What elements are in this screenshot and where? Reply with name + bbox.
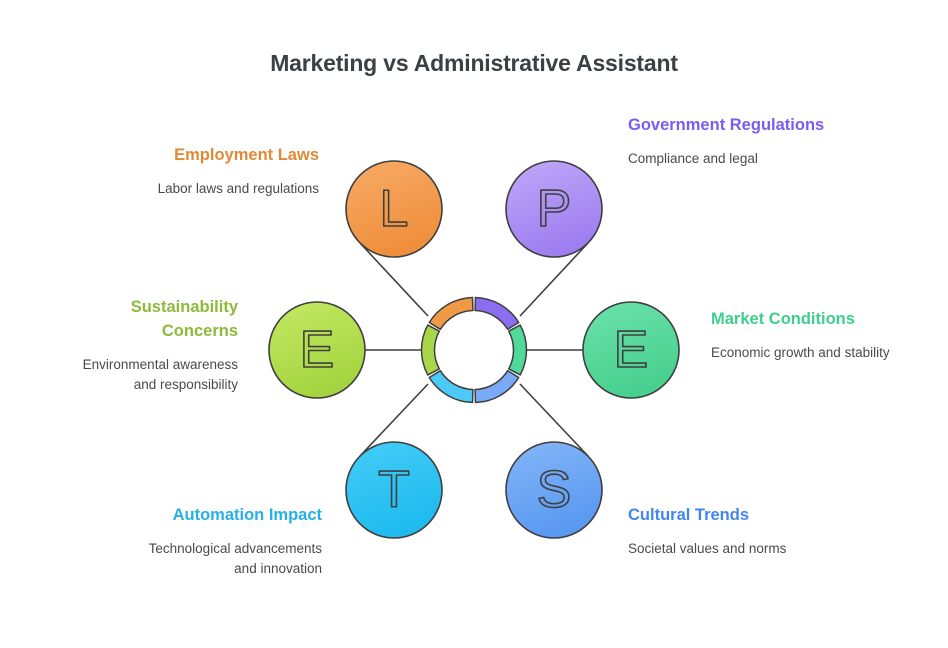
label-title-employment-laws: Employment Laws [174,146,319,164]
node-letter-cultural-trends: S [537,461,572,519]
node-letter-government-regulations: P [537,180,572,238]
node-cultural-trends[interactable]: S [505,441,603,539]
node-circle-government-regulations[interactable] [505,160,603,258]
pestle-ring [420,296,528,404]
ring-segment-3 [428,369,474,404]
label-automation-impact: Automation Impact Technological advancem… [148,504,322,579]
node-circle-automation-impact[interactable] [345,441,443,539]
connector-automation-impact [359,383,429,457]
node-automation-impact[interactable]: T [345,441,443,539]
node-employment-laws[interactable]: L [345,160,443,258]
label-government-regulations: Government Regulations Compliance and le… [628,114,833,169]
connector-employment-laws [359,242,429,317]
node-circle-sustainability-concerns[interactable] [268,301,366,399]
label-desc-cultural-trends: Societal values and norms [628,540,787,556]
label-employment-laws: Employment Laws Labor laws and regulatio… [119,144,319,199]
ring-segment-1 [507,324,528,376]
label-title-government-regulations: Government Regulations [628,116,825,134]
page-title: Marketing vs Administrative Assistant [270,50,678,76]
label-desc-automation-impact: Technological advancements and innovatio… [148,540,322,576]
label-title-automation-impact: Automation Impact [172,506,322,524]
ring-segment-5 [428,296,474,331]
node-letter-sustainability-concerns: E [300,321,335,379]
node-circle-cultural-trends[interactable] [505,441,603,539]
ring-segment-2 [474,369,520,404]
label-cultural-trends: Cultural Trends Societal values and norm… [628,504,828,559]
node-circle-employment-laws[interactable] [345,160,443,258]
label-desc-employment-laws: Labor laws and regulations [157,180,319,196]
node-letter-automation-impact: T [378,461,410,519]
label-title-cultural-trends: Cultural Trends [628,506,750,524]
node-letter-market-conditions: E [614,321,649,379]
label-desc-government-regulations: Compliance and legal [628,150,758,166]
node-circle-market-conditions[interactable] [582,301,680,399]
connector-cultural-trends [519,383,589,457]
label-title-sustainability-concerns: Sustainability Concerns [130,298,238,340]
connector-lines [359,242,589,457]
node-letter-employment-laws: L [380,180,409,238]
label-sustainability-concerns: Sustainability Concerns Environmental aw… [62,296,238,395]
node-sustainability-concerns[interactable]: E [268,301,366,399]
node-market-conditions[interactable]: E [582,301,680,399]
node-government-regulations[interactable]: P [505,160,603,258]
label-desc-market-conditions: Economic growth and stability [711,344,890,360]
label-desc-sustainability-concerns: Environmental awareness and responsibili… [82,356,238,392]
connector-government-regulations [519,242,589,317]
label-title-market-conditions: Market Conditions [711,310,855,328]
node-circles: L P E E T S [268,160,680,539]
ring-segment-4 [420,324,441,376]
ring-segment-0 [474,296,520,331]
label-market-conditions: Market Conditions Economic growth and st… [711,308,901,363]
